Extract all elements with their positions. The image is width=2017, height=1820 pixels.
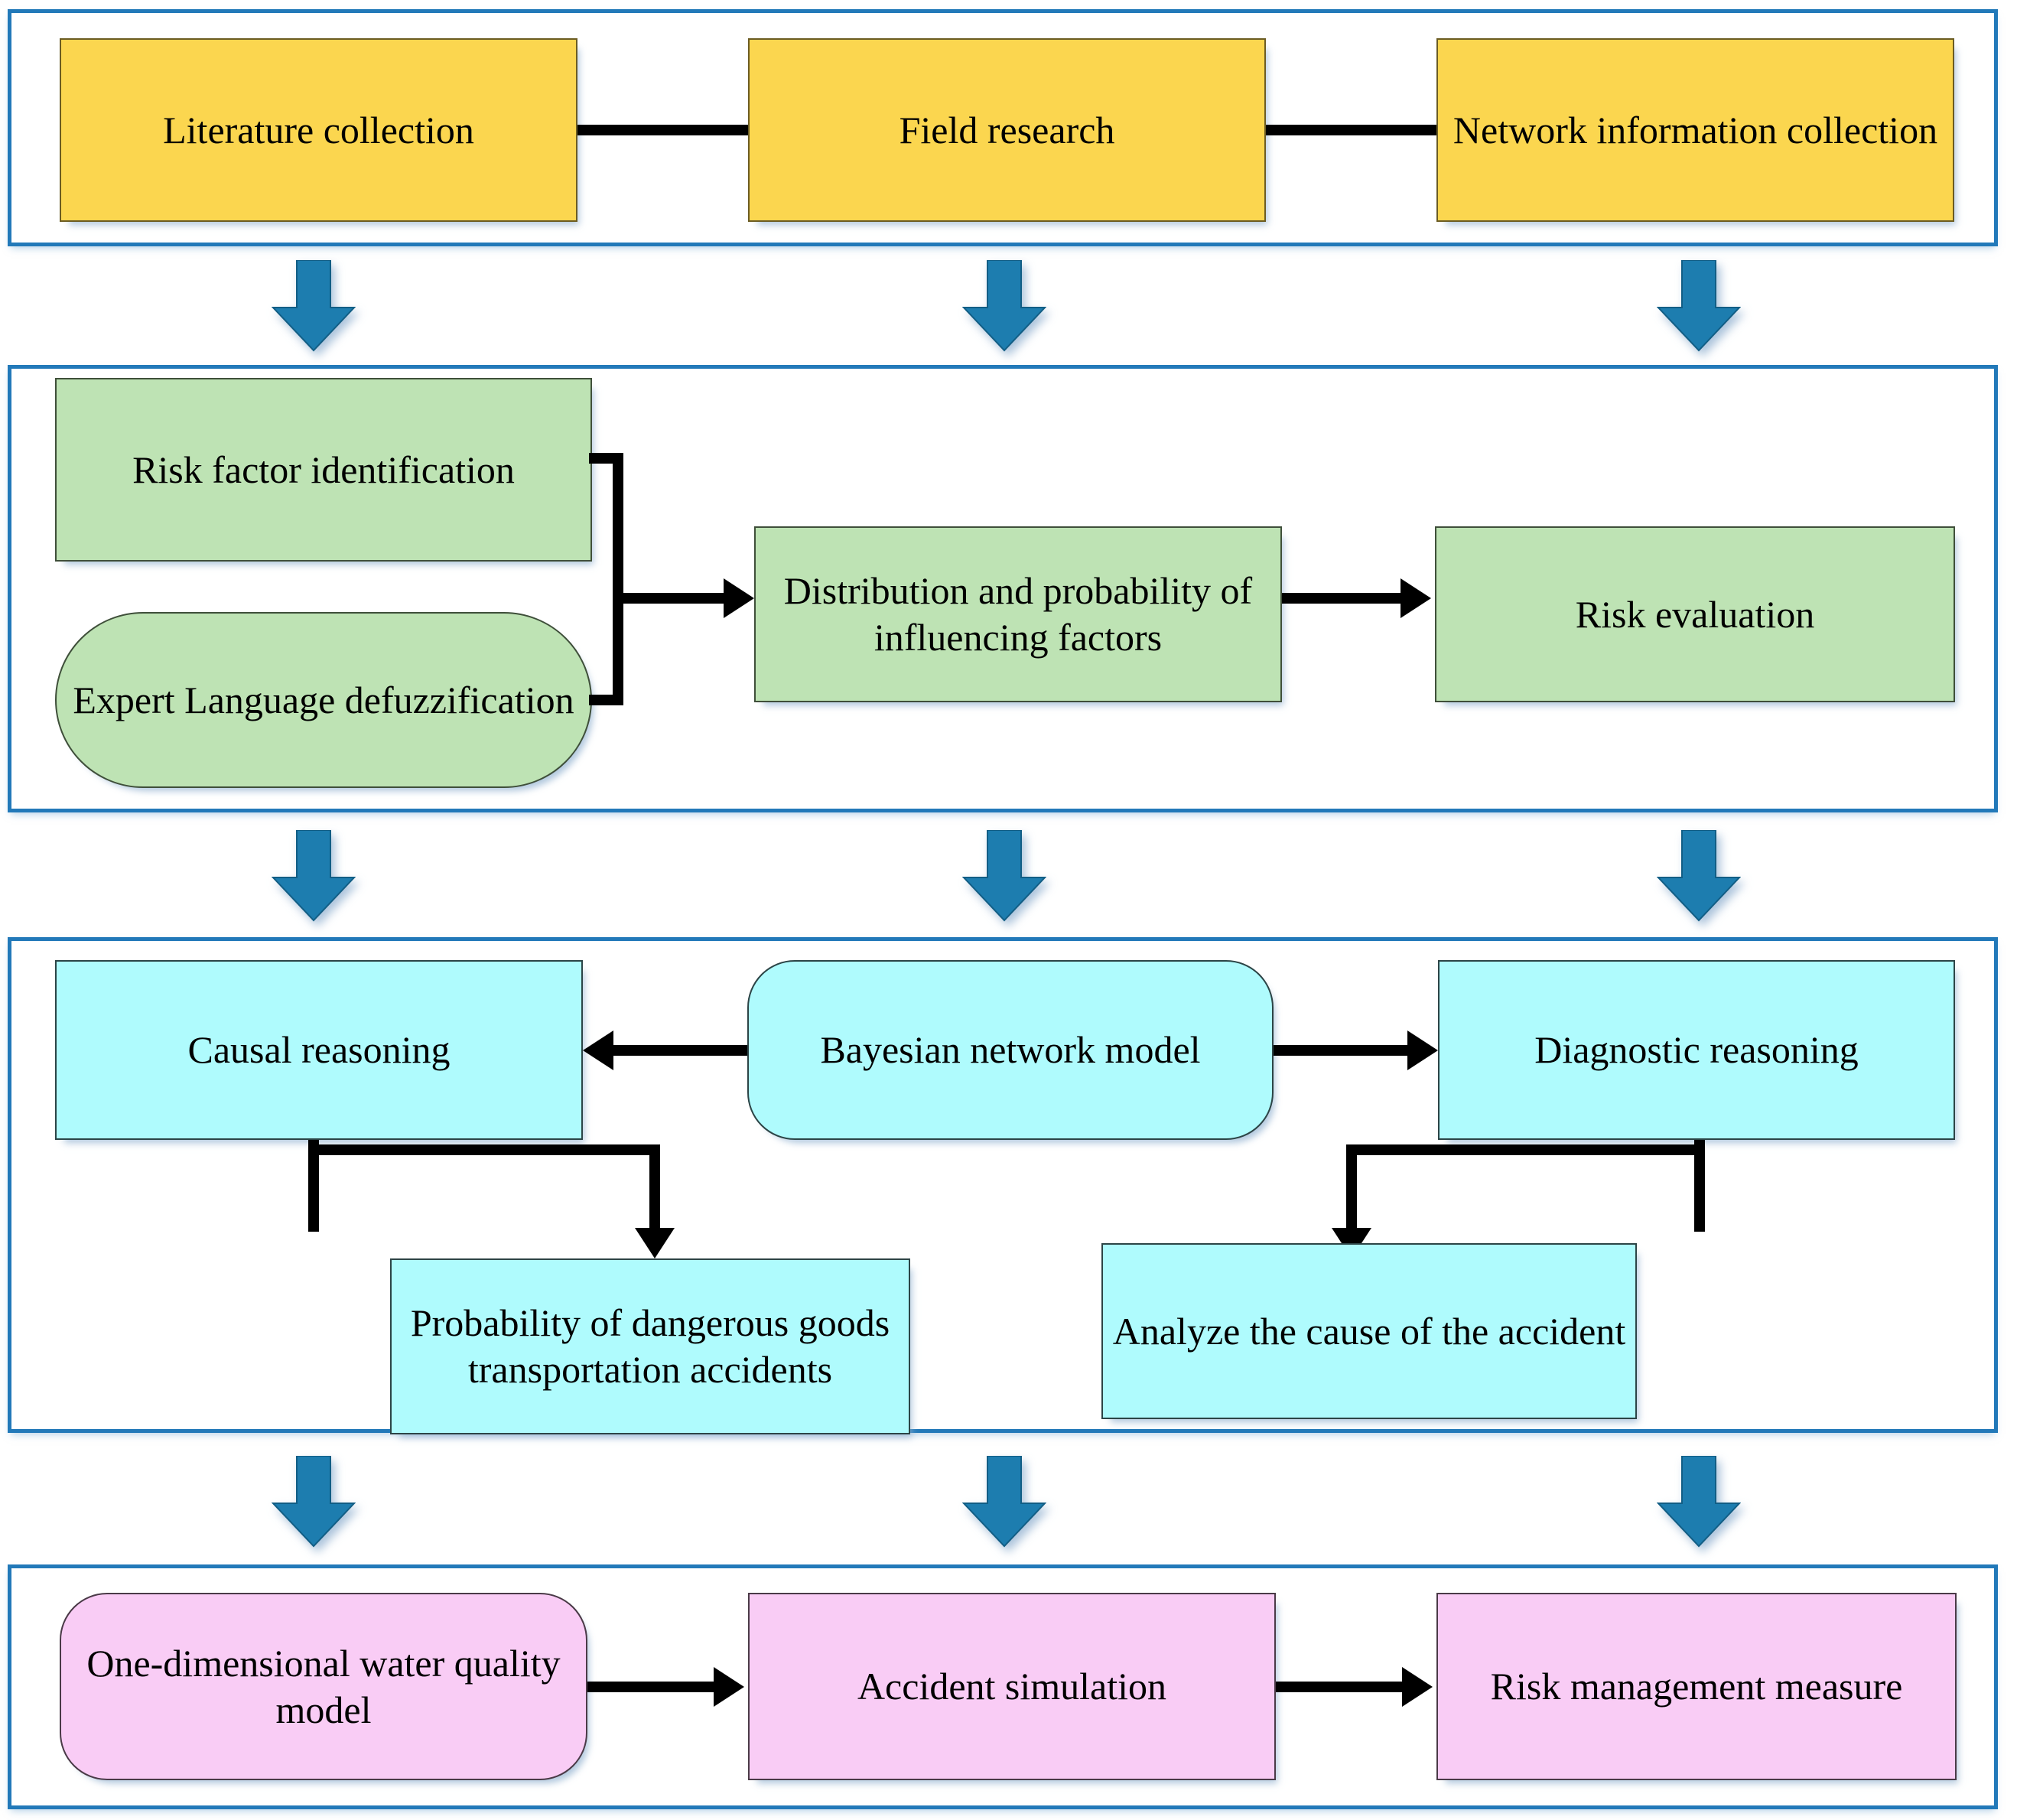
link-bayesian-to-causal [613,1045,747,1056]
node-label: Expert Language defuzzification [73,678,574,721]
node-one-dimensional-water-quality-model[interactable]: One-dimensional water quality model [60,1593,587,1780]
stage-arrow-3-left [272,1456,356,1548]
link-distribution-to-evaluation-arrowhead [1401,578,1431,618]
node-label: Risk factor identification [132,448,515,491]
elbow-causal-horizontal [308,1144,660,1155]
node-label: Accident simulation [857,1665,1167,1708]
node-diagnostic-reasoning[interactable]: Diagnostic reasoning [1438,960,1955,1140]
node-label: Risk evaluation [1575,592,1815,636]
link-bayesian-to-causal-arrowhead [583,1030,613,1070]
node-label: Analyze the cause of the accident [1112,1309,1626,1353]
merge-to-distribution-arrowhead [724,578,754,618]
stage-arrow-1-right [1657,260,1741,352]
node-label: Bayesian network model [820,1028,1201,1071]
merge-vertical-bracket [613,453,623,705]
merge-to-distribution-line [613,593,724,604]
node-network-information-collection[interactable]: Network information collection [1436,38,1954,222]
elbow-diagnostic-vertical [1694,1140,1705,1232]
node-label: Diagnostic reasoning [1534,1028,1859,1071]
link-literature-to-field [577,125,748,135]
node-label: Risk management measure [1490,1665,1903,1708]
node-risk-evaluation[interactable]: Risk evaluation [1435,526,1955,702]
elbow-causal-drop [649,1144,660,1236]
elbow-diagnostic-drop [1346,1144,1357,1236]
node-risk-management-measure[interactable]: Risk management measure [1436,1593,1957,1780]
node-field-research[interactable]: Field research [748,38,1266,222]
elbow-causal-arrowhead [635,1228,675,1258]
node-bayesian-network-model[interactable]: Bayesian network model [747,960,1274,1140]
elbow-causal-vertical [308,1140,319,1232]
stage-arrow-2-center [962,830,1046,922]
node-accident-simulation[interactable]: Accident simulation [748,1593,1276,1780]
node-label: Distribution and probability of influenc… [783,569,1253,659]
link-simulation-to-management [1276,1682,1402,1692]
node-analyze-cause-of-accident[interactable]: Analyze the cause of the accident [1101,1243,1637,1419]
node-literature-collection[interactable]: Literature collection [60,38,577,222]
node-distribution-probability-influencing-factors[interactable]: Distribution and probability of influenc… [754,526,1282,702]
link-simulation-to-management-arrowhead [1402,1667,1433,1707]
link-bayesian-to-diagnostic-arrowhead [1407,1030,1438,1070]
node-risk-factor-identification[interactable]: Risk factor identification [55,378,592,562]
stage-arrow-2-right [1657,830,1741,922]
node-label: Network information collection [1453,108,1938,151]
node-probability-of-accidents[interactable]: Probability of dangerous goods transport… [390,1258,910,1434]
elbow-diagnostic-horizontal [1346,1144,1705,1155]
node-label: Causal reasoning [187,1028,451,1071]
node-expert-language-defuzzification[interactable]: Expert Language defuzzification [55,612,592,788]
stage-arrow-3-right [1657,1456,1741,1548]
link-water-model-to-simulation [587,1682,714,1692]
node-label: Literature collection [163,108,474,151]
link-water-model-to-simulation-arrowhead [714,1667,744,1707]
link-bayesian-to-diagnostic [1274,1045,1407,1056]
stage-arrow-3-center [962,1456,1046,1548]
node-label: Field research [899,108,1115,151]
link-field-to-network [1266,125,1436,135]
stage-arrow-1-left [272,260,356,352]
stage-arrow-1-center [962,260,1046,352]
stage-arrow-2-left [272,830,356,922]
node-label: One-dimensional water quality model [86,1641,561,1731]
node-causal-reasoning[interactable]: Causal reasoning [55,960,583,1140]
node-label: Probability of dangerous goods transport… [410,1301,890,1391]
link-distribution-to-evaluation [1282,593,1401,604]
